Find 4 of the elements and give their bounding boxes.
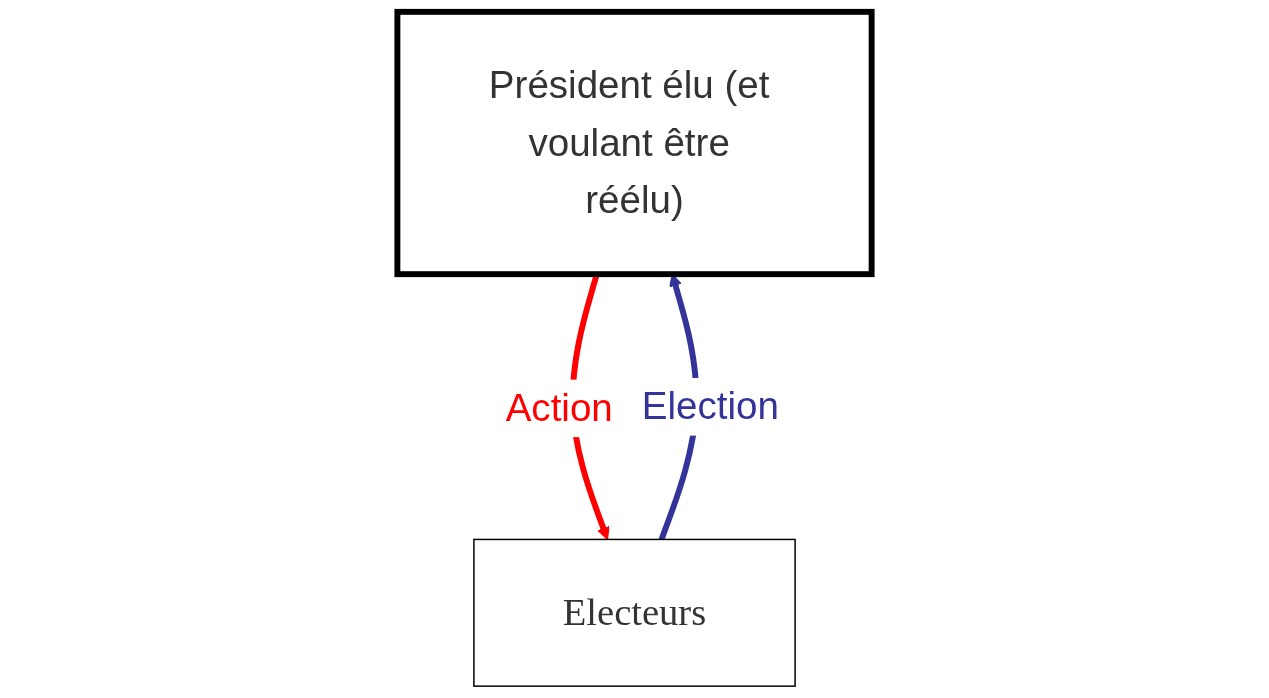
edge-label: Election (641, 383, 779, 429)
edge-label: Action (505, 385, 613, 430)
node-box: Président élu (et voulant être réélu) (394, 8, 875, 278)
node-box: Electeurs (473, 538, 796, 687)
